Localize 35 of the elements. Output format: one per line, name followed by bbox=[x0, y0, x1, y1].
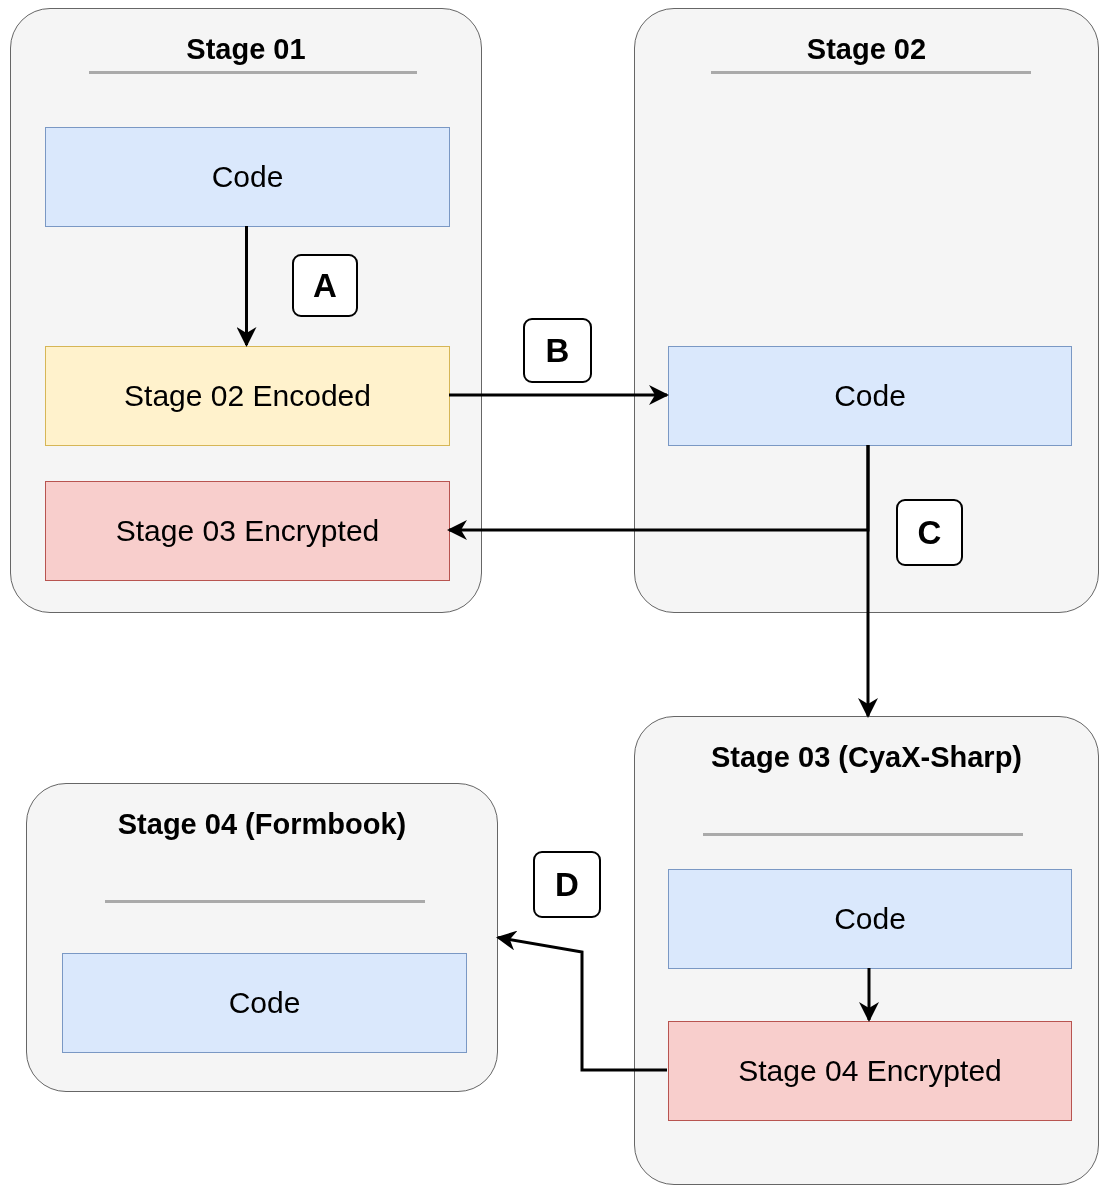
process-box bbox=[668, 869, 1072, 969]
box-label: Code bbox=[211, 160, 284, 194]
box-label: Code bbox=[228, 986, 301, 1020]
stage-panel bbox=[10, 8, 482, 613]
process-box bbox=[668, 346, 1072, 446]
arrow bbox=[496, 930, 667, 1072]
panel-heading: Stage 01 bbox=[185, 32, 307, 67]
process-box bbox=[45, 127, 450, 227]
step-letter: B bbox=[545, 331, 570, 370]
arrow bbox=[236, 226, 257, 347]
arrow bbox=[449, 385, 669, 405]
box-label: Stage 02 Encoded bbox=[124, 379, 371, 413]
step-letter: A bbox=[313, 266, 337, 305]
step-letter: C bbox=[917, 513, 942, 552]
step-marker bbox=[533, 851, 601, 918]
process-box bbox=[45, 346, 450, 446]
step-marker bbox=[292, 254, 358, 317]
box-label: Code bbox=[834, 379, 906, 413]
stage-panel bbox=[634, 8, 1099, 613]
box-label: Stage 03 Encrypted bbox=[115, 514, 380, 548]
box-label: Stage 04 Encrypted bbox=[738, 1054, 1002, 1088]
stage-panel bbox=[634, 716, 1099, 1185]
step-letter: D bbox=[555, 865, 579, 904]
panel-heading: Stage 02 bbox=[805, 32, 928, 67]
panel-heading: Stage 03 (CyaX-Sharp) bbox=[709, 740, 1023, 775]
process-box bbox=[668, 1021, 1072, 1121]
process-box bbox=[45, 481, 450, 581]
box-label: Code bbox=[834, 902, 906, 936]
arrow bbox=[859, 968, 879, 1022]
arrow bbox=[858, 445, 878, 718]
process-box bbox=[62, 953, 467, 1053]
stage-panel bbox=[26, 783, 498, 1092]
panel-heading: Stage 04 (Formbook) bbox=[116, 807, 408, 842]
step-marker bbox=[523, 318, 592, 383]
step-marker bbox=[896, 499, 963, 566]
